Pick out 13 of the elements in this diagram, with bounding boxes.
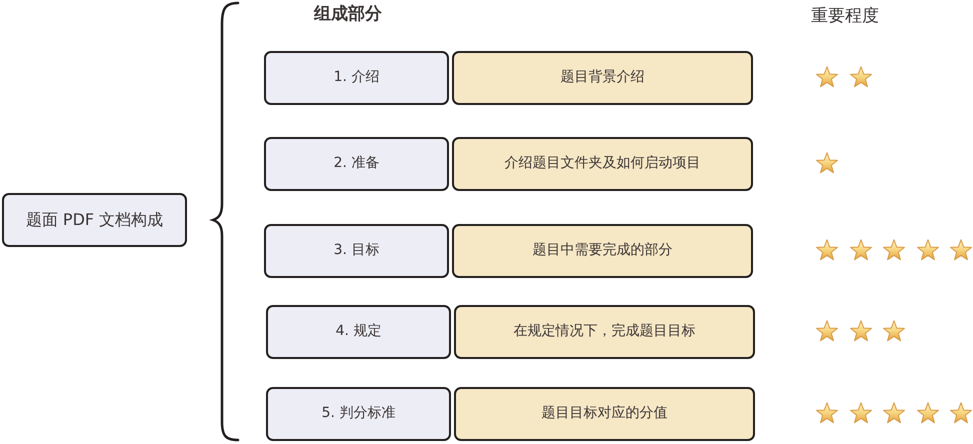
column-heading: 组成部分 (314, 4, 382, 24)
description-box: 题目目标对应的分值 (454, 387, 755, 441)
rounded-box: 题面 PDF 文档构成 (2, 193, 187, 247)
section-box: 5. 判分标准 (266, 387, 451, 441)
column-heading: 重要程度 (811, 6, 879, 26)
section-box: 3. 目标 (264, 224, 449, 278)
section-box: 2. 准备 (264, 137, 449, 191)
description-box: 题目背景介绍 (452, 51, 753, 105)
description-box: 介绍题目文件夹及如何启动项目 (452, 137, 753, 191)
description-box: 在规定情况下，完成题目目标 (454, 305, 755, 359)
section-box: 1. 介绍 (264, 51, 449, 105)
description-box: 题目中需要完成的部分 (452, 224, 753, 278)
section-box: 4. 规定 (266, 305, 451, 359)
